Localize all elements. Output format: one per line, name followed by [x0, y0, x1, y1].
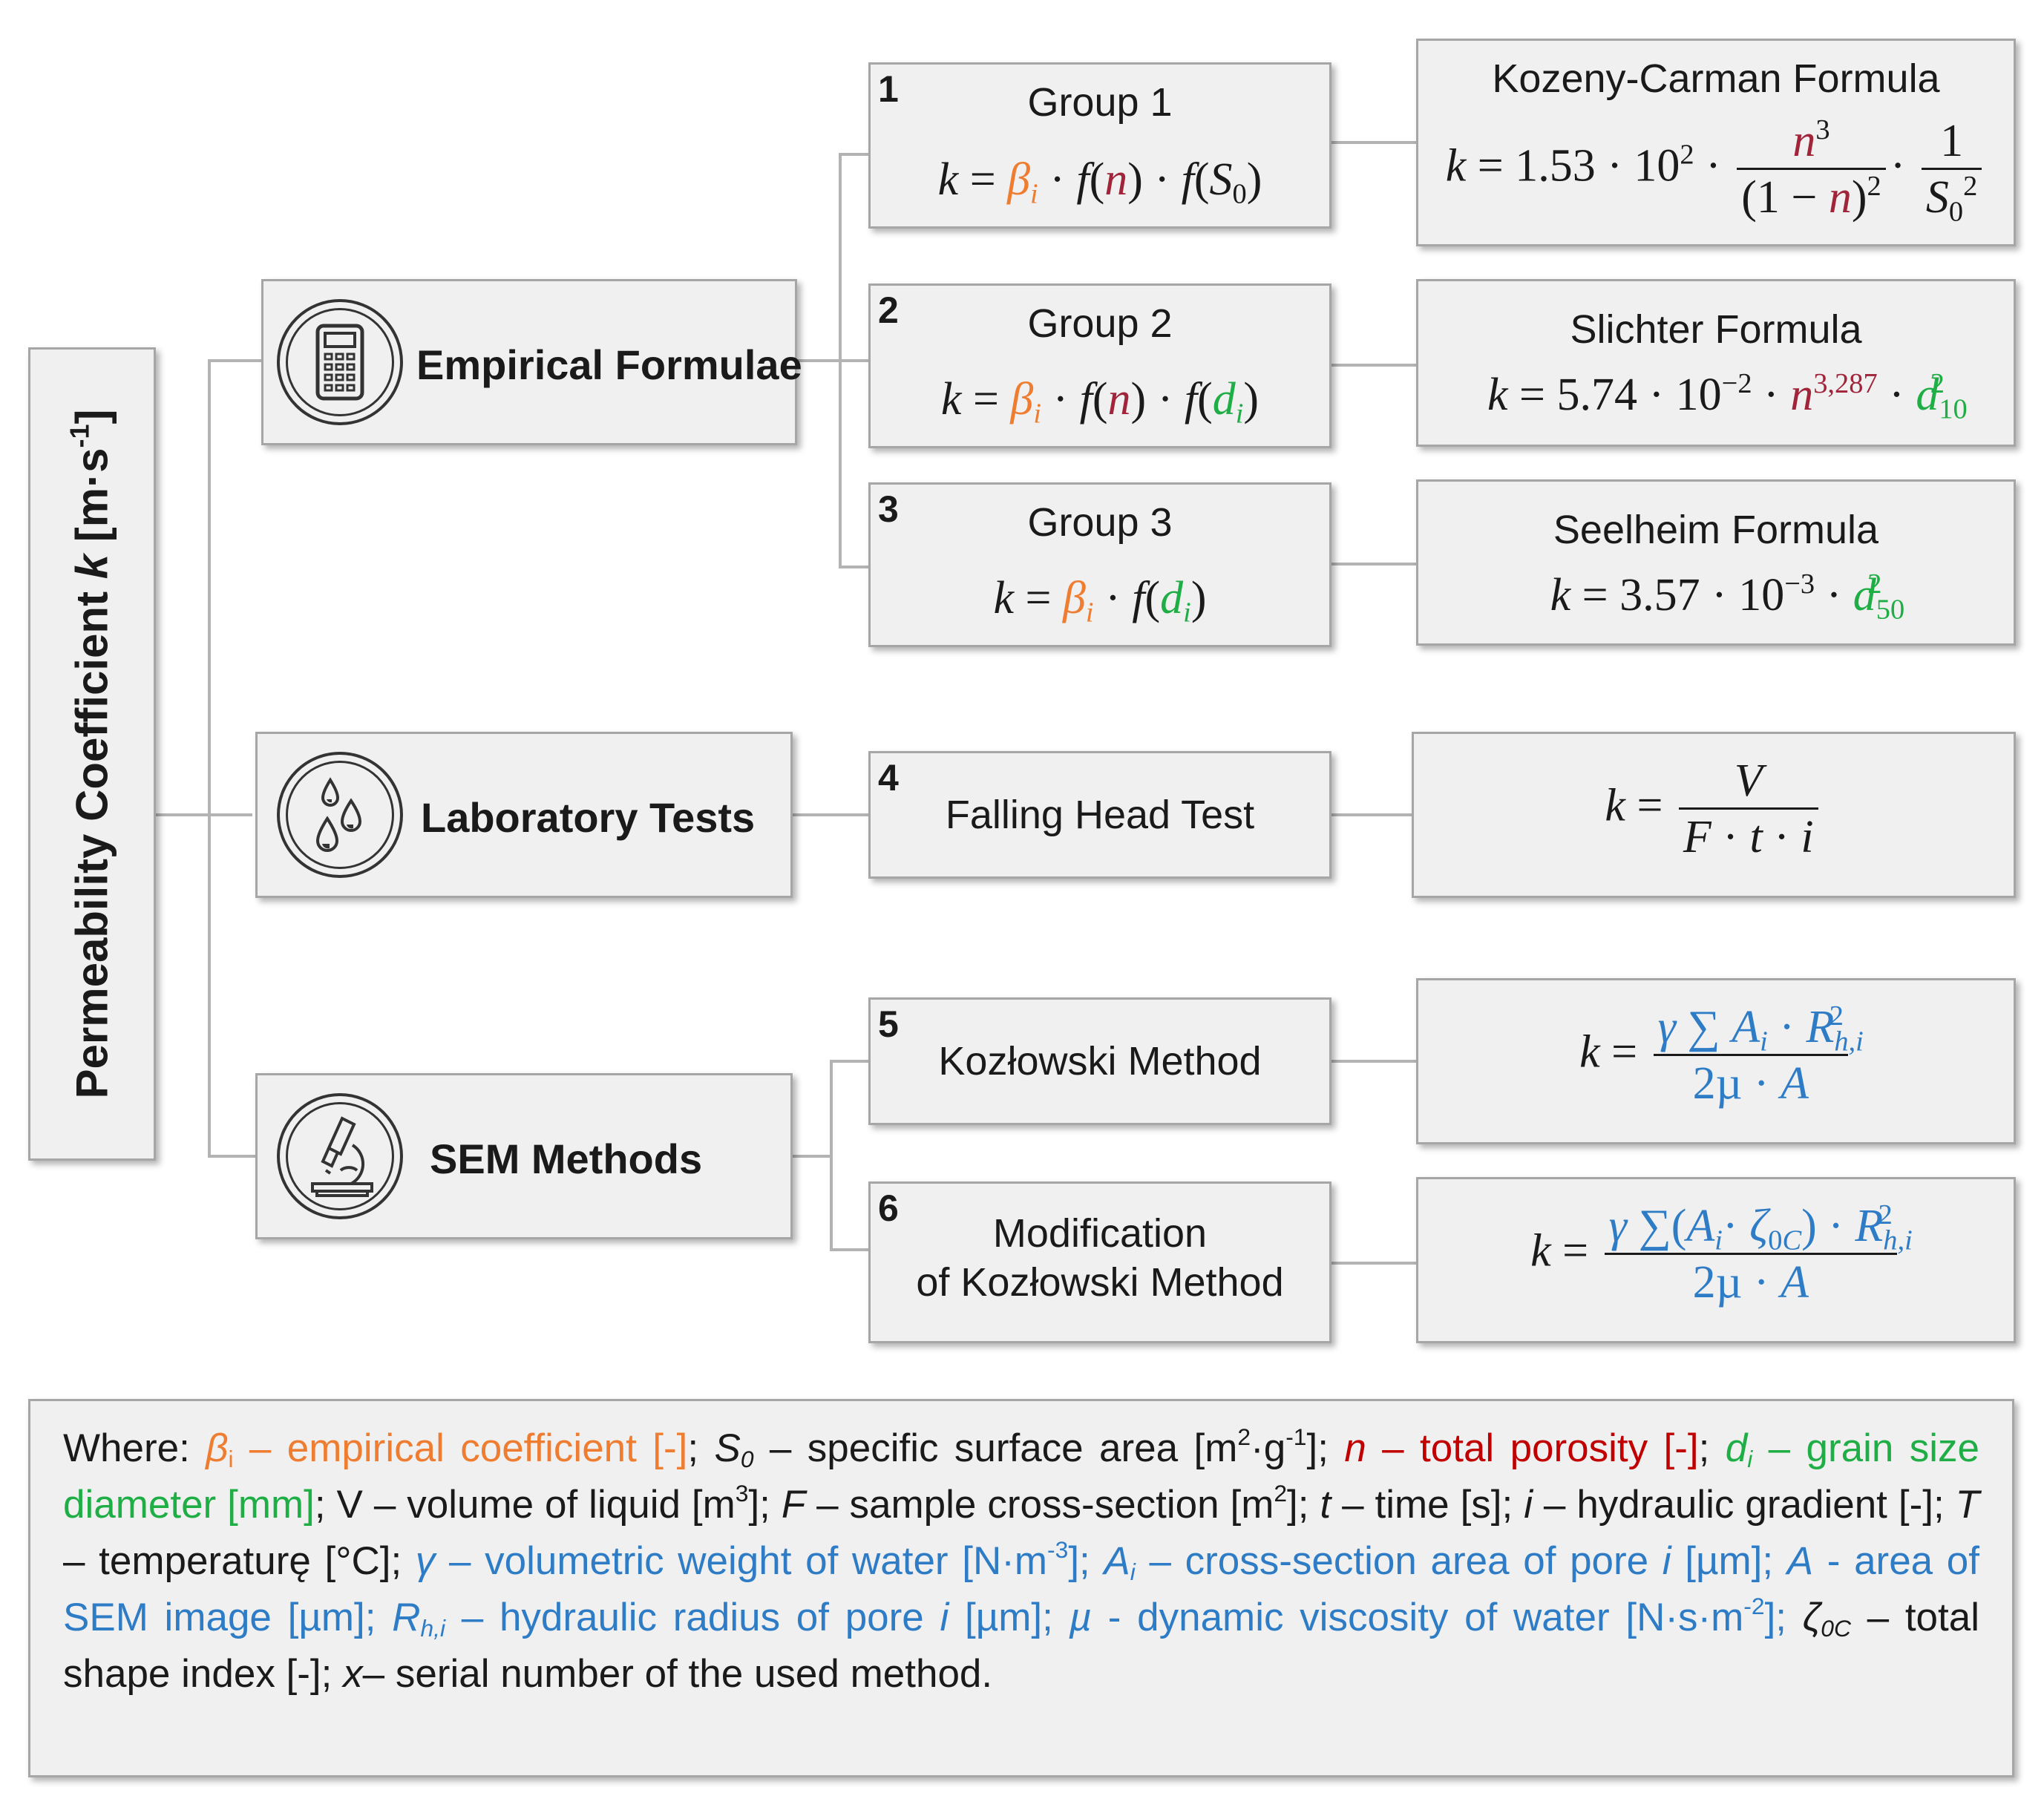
- method-box-1: 1 Group 1 k = βi · f(n) · f(S0): [868, 62, 1331, 229]
- connector-group2: [839, 359, 868, 362]
- formula-box-seelheim: Seelheim Formula k = 3.57 · 10−3 · d502: [1416, 479, 2016, 646]
- connector-method6: [830, 1248, 868, 1251]
- method-title-line2: of Kozłowski Method: [916, 1260, 1284, 1305]
- water-drops-icon: [277, 752, 403, 878]
- category-laboratory-tests: Laboratory Tests: [255, 732, 793, 898]
- method-box-3: 3 Group 3 k = βi · f(di): [868, 482, 1331, 647]
- group2-equation: k = βi · f(n) · f(di): [940, 374, 1260, 430]
- connector-empirical-out: [797, 359, 839, 362]
- slichter-equation: k = 5.74 · 10−2 · n3,287 · d102: [1487, 367, 1968, 425]
- group3-equation: k = βi · f(di): [993, 573, 1207, 629]
- formula-title: Slichter Formula: [1570, 307, 1862, 352]
- method-box-4: 4 Falling Head Test: [868, 751, 1331, 879]
- connector-spine: [208, 359, 211, 1158]
- method-title: Group 2: [1027, 301, 1173, 346]
- method-number: 4: [878, 757, 899, 799]
- connector-formula1: [1331, 141, 1416, 144]
- method-title: Group 1: [1027, 80, 1173, 125]
- method-title: Group 3: [1027, 500, 1173, 545]
- connector-group3: [839, 566, 868, 568]
- method-title: Falling Head Test: [945, 793, 1255, 837]
- connector-formula2: [1331, 364, 1416, 367]
- method-number: 3: [878, 488, 899, 530]
- formula-box-slichter: Slichter Formula k = 5.74 · 10−2 · n3,28…: [1416, 279, 2016, 447]
- calculator-icon: [277, 299, 403, 425]
- seelheim-equation: k = 3.57 · 10−3 · d502: [1550, 568, 1905, 626]
- method-number: 2: [878, 289, 899, 331]
- connector-sem: [208, 1155, 255, 1158]
- category-label: SEM Methods: [430, 1135, 703, 1182]
- connector-sem-spine: [830, 1060, 833, 1250]
- legend-box: Where: βi – empirical coefficient [-]; S…: [28, 1399, 2014, 1777]
- category-sem-methods: SEM Methods: [255, 1073, 793, 1239]
- connector-formula4: [1331, 813, 1412, 816]
- formula-title: Kozeny-Carman Formula: [1492, 56, 1940, 101]
- connector-formula3: [1331, 563, 1416, 566]
- method-box-6: 6 Modification of Kozłowski Method: [868, 1181, 1331, 1343]
- connector-group1: [839, 153, 868, 156]
- root-label: Permeability Coefficient k [m·s-1]: [64, 409, 117, 1099]
- connector-lab: [793, 813, 868, 816]
- method-number: 6: [878, 1187, 899, 1229]
- connector-root: [156, 813, 252, 816]
- method-box-2: 2 Group 2 k = βi · f(n) · f(di): [868, 283, 1331, 448]
- category-empirical-formulae: Empirical Formulae: [261, 279, 802, 445]
- method-title: Kozłowski Method: [938, 1039, 1262, 1084]
- group1-equation: k = βi · f(n) · f(S0): [937, 154, 1262, 210]
- connector-method5: [830, 1060, 868, 1063]
- root-node: Permeability Coefficient k [m·s-1]: [28, 347, 156, 1161]
- connector-formula6: [1331, 1262, 1416, 1265]
- method-number: 5: [878, 1003, 899, 1045]
- method-box-5: 5 Kozłowski Method: [868, 997, 1331, 1125]
- connector-empirical: [208, 359, 261, 362]
- connector-sem-out: [793, 1155, 831, 1158]
- microscope-icon: [277, 1093, 403, 1219]
- formula-title: Seelheim Formula: [1553, 508, 1879, 552]
- category-label: Laboratory Tests: [421, 794, 756, 841]
- method-title-line1: Modification: [992, 1211, 1208, 1256]
- legend-text: Where: βi – empirical coefficient [-]; S…: [63, 1423, 1980, 1696]
- formula-box-kozeny-carman: Kozeny-Carman Formula k = 1.53 · 102 · n…: [1416, 39, 2016, 246]
- method-number: 1: [878, 68, 899, 110]
- connector-formula5: [1331, 1060, 1416, 1063]
- category-label: Empirical Formulae: [416, 341, 802, 388]
